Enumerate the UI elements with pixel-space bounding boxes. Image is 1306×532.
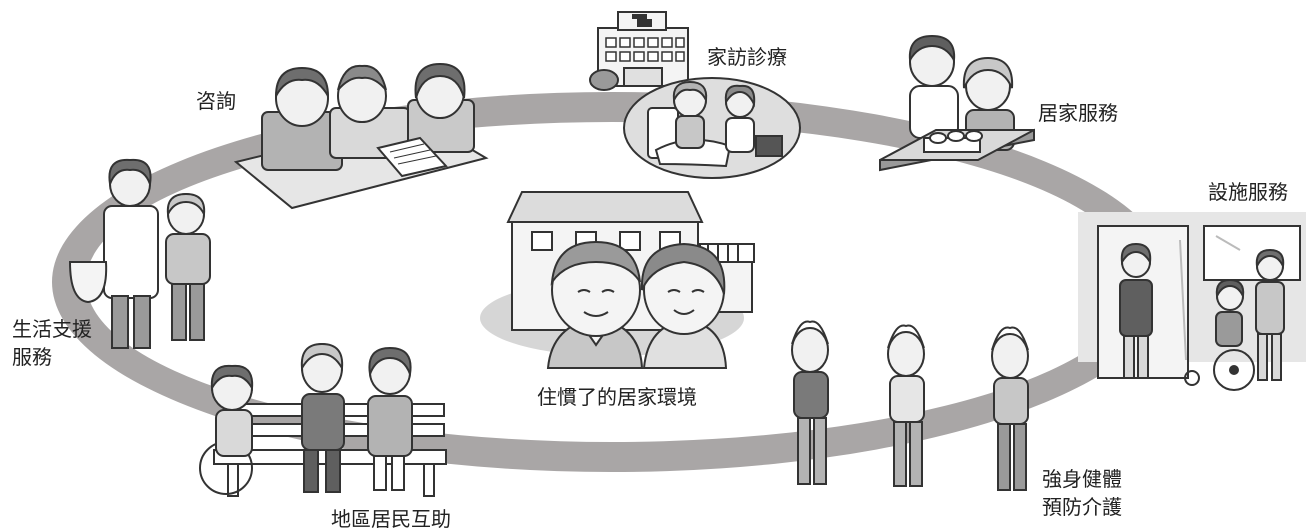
community-mutual-aid-illustration [199, 342, 447, 497]
label-home-service: 居家服務 [1038, 101, 1118, 125]
label-fitness-line1: 強身健體 [1042, 467, 1122, 491]
facility-service-illustration [1078, 212, 1306, 391]
label-life-support-line2: 服務 [12, 345, 52, 369]
home-service-illustration [879, 34, 1035, 172]
exercise-illustration [791, 320, 1029, 491]
life-support-illustration [68, 158, 211, 349]
label-consultation: 咨詢 [196, 89, 236, 113]
label-facility-service: 設施服務 [1208, 180, 1288, 204]
label-life-support-line1: 生活支援 [12, 317, 92, 341]
label-community-mutual-aid: 地區居民互助 [331, 507, 451, 531]
hospital-building-illustration [589, 11, 689, 91]
label-familiar-home-environment: 住慣了的居家環境 [537, 385, 697, 409]
label-fitness-line2: 預防介護 [1042, 495, 1122, 519]
consultation-illustration [233, 62, 489, 210]
label-home-visit-treatment: 家訪診療 [707, 45, 787, 69]
home-visit-illustration [623, 77, 801, 179]
center-home-illustration [480, 191, 755, 369]
